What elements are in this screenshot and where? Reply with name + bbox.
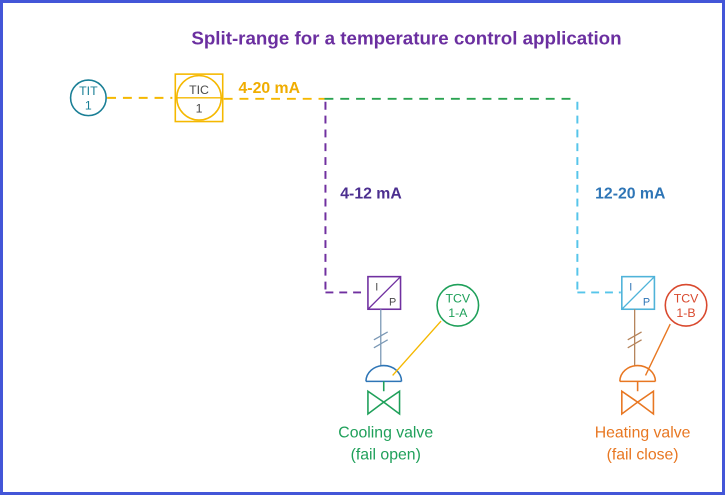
tcv-a-circle <box>436 283 480 327</box>
tit-number-label: 1 <box>85 99 92 113</box>
cooling-branch-label: 4-12 mA <box>340 186 401 203</box>
cooling-valve-body-left <box>367 389 386 416</box>
ip-right-i-label: I <box>629 281 632 293</box>
tcv-a-tag-label: TCV <box>445 291 470 305</box>
heating-valve-actuator-dome <box>619 364 657 382</box>
tit-instrument: TIT 1 <box>69 79 107 117</box>
ip-left-diagonal <box>367 276 401 310</box>
ip-left-i-label: I <box>375 281 378 293</box>
heating-branch-label: 12-20 mA <box>595 186 665 203</box>
cooling-hash-mark-1 <box>373 331 389 341</box>
heating-hash-mark-1 <box>627 331 642 341</box>
tic-instrument: TIC 1 <box>174 73 224 123</box>
heating-valve-fail-label: (fail close) <box>607 446 679 463</box>
heating-valve-symbol <box>619 364 657 416</box>
page-title: Split-range for a temperature control ap… <box>191 27 621 48</box>
tcv-b-circle <box>664 283 708 327</box>
heating-hash-mark-2 <box>627 339 642 349</box>
main-signal-label: 4-20 mA <box>239 80 300 97</box>
ip-left-p-label: P <box>389 296 396 308</box>
tcv-a-instrument: TCV 1-A <box>436 283 480 327</box>
tcv-b-number-label: 1-B <box>676 306 695 320</box>
tit-instrument-circle <box>69 79 107 117</box>
cooling-valve-name-label: Cooling valve <box>338 425 433 442</box>
tcv-b-instrument: TCV 1-B <box>664 283 708 327</box>
heating-pneumatic-connector <box>627 309 642 366</box>
tic-tag-label: TIC <box>189 83 209 97</box>
cooling-hash-mark-2 <box>373 339 389 349</box>
tit-tag-label: TIT <box>79 84 98 98</box>
cooling-valve-actuator-dome <box>365 364 403 382</box>
ip-transducer-heating: I P <box>621 275 656 311</box>
ip-transducer-cooling: I P <box>367 275 402 311</box>
cooling-valve-symbol <box>365 364 403 416</box>
heating-valve-body-right <box>636 389 655 416</box>
tcv-a-leader-line <box>392 320 442 376</box>
heating-valve-name-label: Heating valve <box>595 425 691 442</box>
tcv-b-leader-line <box>644 323 671 376</box>
ip-right-p-label: P <box>643 296 650 308</box>
cooling-valve-body-right <box>382 389 401 416</box>
cooling-pneumatic-connector <box>373 309 389 366</box>
ip-right-diagonal <box>621 276 655 310</box>
heating-valve-body-left <box>621 389 639 416</box>
cooling-valve-fail-label: (fail open) <box>351 446 421 463</box>
tcv-b-tag-label: TCV <box>674 291 699 305</box>
diagram-svg: Split-range for a temperature control ap… <box>69 27 708 463</box>
tic-number-label: 1 <box>196 102 203 116</box>
tcv-a-number-label: 1-A <box>448 306 468 320</box>
